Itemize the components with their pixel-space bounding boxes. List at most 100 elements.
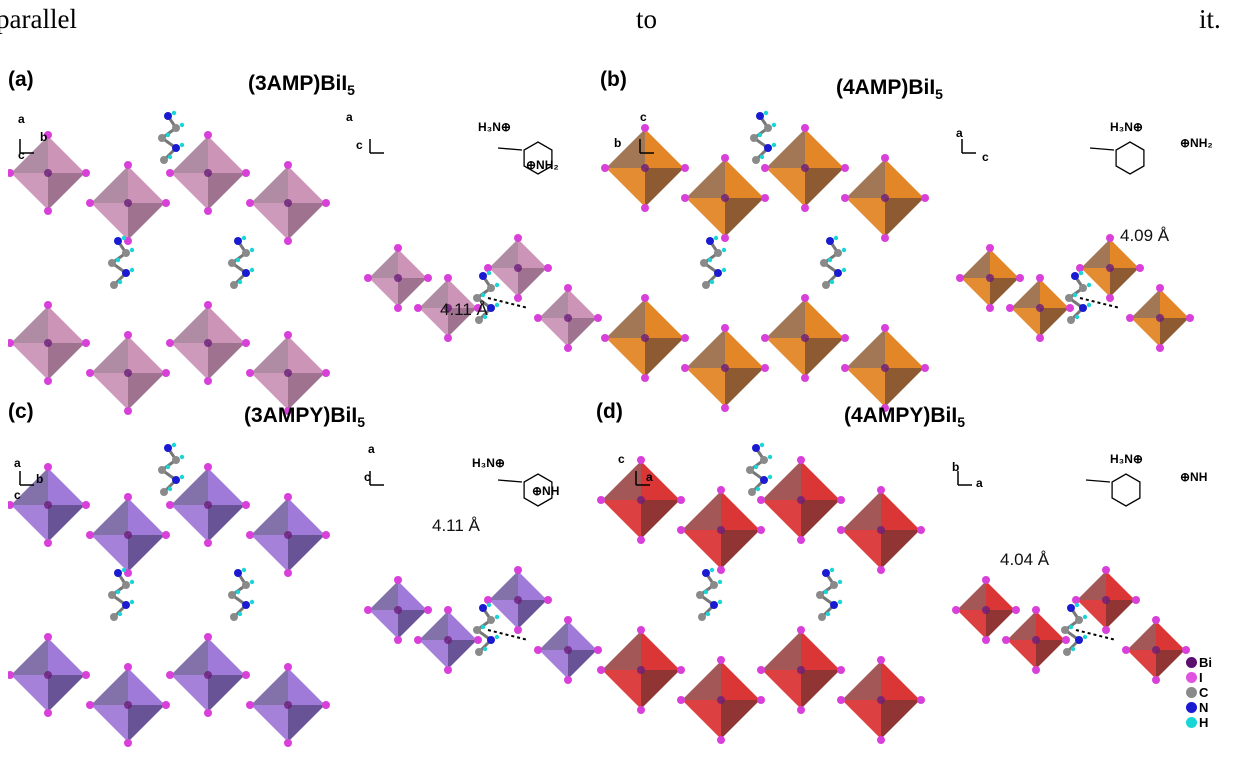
octahedron <box>841 154 929 242</box>
organic-cation <box>700 235 727 289</box>
axis-label: a <box>956 126 963 140</box>
axis-label: a <box>976 476 983 490</box>
distance-label: 4.11 Å <box>432 516 480 535</box>
legend-swatch <box>1186 717 1197 728</box>
bond-line <box>1089 147 1115 151</box>
legend-label: I <box>1199 670 1203 685</box>
octahedron <box>1122 616 1190 684</box>
octahedron <box>841 324 929 412</box>
octahedron <box>837 656 925 744</box>
distance-line <box>1075 629 1117 641</box>
organic-cation <box>696 567 723 621</box>
ring-structure <box>1111 473 1141 507</box>
legend-swatch <box>1186 702 1197 713</box>
formula-ring: ⊕NH <box>532 484 560 498</box>
panel-label: (d) <box>596 400 623 423</box>
organic-cation <box>1065 270 1092 324</box>
octahedron <box>757 626 845 714</box>
text-to: to <box>636 4 658 34</box>
organic-cation <box>108 567 135 621</box>
distance-label: 4.04 Å <box>1000 550 1050 569</box>
axis-label: c <box>364 470 371 484</box>
crystal-structure <box>8 442 602 747</box>
octahedron <box>364 244 432 312</box>
octahedron <box>8 301 90 385</box>
octahedron <box>837 486 925 574</box>
formula-ring: ⊕NH₂ <box>1180 136 1213 150</box>
bond-line <box>497 147 523 151</box>
axis-label: b <box>614 136 622 150</box>
axis-label: c <box>640 110 647 124</box>
crystal-structure <box>8 110 602 415</box>
legend-item-bi: Bi <box>1186 655 1236 670</box>
bond-line <box>1085 479 1111 483</box>
panel-title: (3AMPY)BiI5 <box>244 404 365 431</box>
octahedron <box>1002 606 1070 674</box>
legend-label: Bi <box>1199 655 1212 670</box>
octahedron <box>86 331 170 415</box>
distance-line <box>1079 297 1121 309</box>
organic-cation <box>158 442 185 496</box>
octahedron <box>761 124 849 212</box>
legend-swatch <box>1186 672 1197 683</box>
octahedron <box>484 234 552 302</box>
octahedron <box>681 324 769 412</box>
formula-amine: H₃N⊕ <box>1110 452 1143 466</box>
atom-legend: Bi I C N H <box>1186 655 1236 730</box>
octahedron <box>1076 234 1144 302</box>
organic-cation <box>820 235 847 289</box>
octahedron <box>364 576 432 644</box>
text-parallel: parallel <box>0 4 77 34</box>
octahedron <box>414 274 482 342</box>
axis-label: b <box>40 130 48 144</box>
octahedron <box>681 154 769 242</box>
organic-cation <box>746 442 773 496</box>
axis-label: c <box>618 452 625 466</box>
octahedron <box>677 656 765 744</box>
panel-a: (a) (3AMP)BiI5 a b c a c H₃N⊕ ⊕NH₂ 4.11 … <box>8 68 608 428</box>
octahedron <box>8 463 90 547</box>
octahedron <box>534 616 602 684</box>
octahedron <box>601 124 689 212</box>
octahedron <box>166 301 250 385</box>
axis-label: a <box>18 112 25 126</box>
bond-line <box>497 479 523 483</box>
octahedron <box>1072 566 1140 634</box>
octahedron <box>484 566 552 634</box>
formula-amine: H₃N⊕ <box>478 120 511 134</box>
axis-label: a <box>346 110 353 124</box>
organic-cation <box>228 567 255 621</box>
panel-label: (a) <box>8 68 34 91</box>
organic-cation <box>750 110 777 164</box>
panel-label: (b) <box>600 68 627 91</box>
octahedron <box>166 131 250 215</box>
octahedron <box>534 284 602 352</box>
octahedron <box>86 493 170 577</box>
panel-d: (d) (4AMPY)BiI5 c a b a H₃N⊕ ⊕NH 4.04 Å <box>596 400 1207 760</box>
octahedron <box>166 633 250 717</box>
organic-cation <box>816 567 843 621</box>
distance-label: 4.09 Å <box>1120 226 1170 245</box>
axis-label: b <box>952 460 960 474</box>
panel-title: (3AMP)BiI5 <box>248 72 355 99</box>
panel-title: (4AMP)BiI5 <box>836 76 943 103</box>
axis-label: c <box>982 150 989 164</box>
axis-label: b <box>36 472 44 486</box>
axis-label: c <box>14 488 21 502</box>
octahedron <box>757 456 845 544</box>
ring-structure <box>1115 141 1145 175</box>
legend-item-h: H <box>1186 715 1236 730</box>
octahedron <box>761 294 849 382</box>
octahedron <box>86 663 170 747</box>
axis-label: a <box>14 456 21 470</box>
legend-label: C <box>1199 685 1209 700</box>
octahedron <box>8 633 90 717</box>
organic-cation <box>228 235 255 289</box>
octahedron <box>246 493 330 577</box>
axis-label: c <box>18 148 25 162</box>
distance-line <box>487 297 529 309</box>
organic-cation <box>473 270 500 324</box>
octahedron <box>246 331 330 415</box>
formula-amine: H₃N⊕ <box>1110 120 1143 134</box>
octahedron <box>956 244 1024 312</box>
